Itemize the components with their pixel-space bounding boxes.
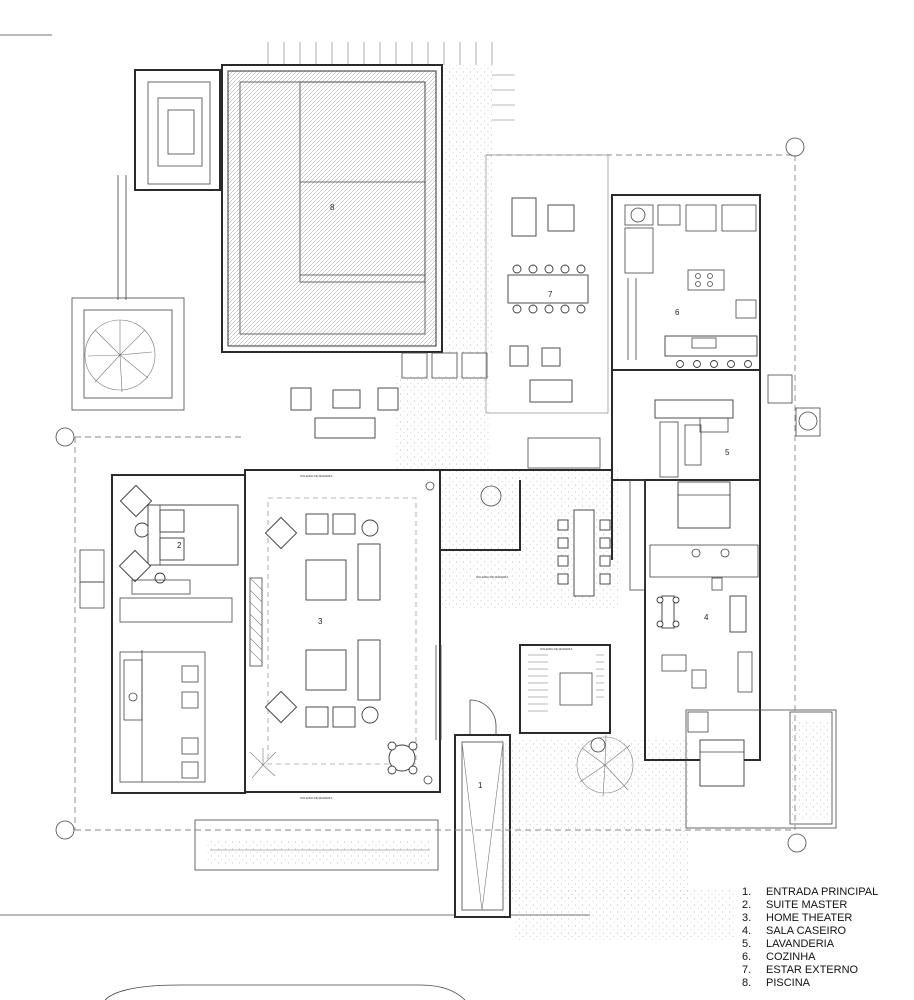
legend-text: LAVANDERIA	[766, 938, 835, 950]
dining-patio: SOLEIRA DE MADEIRA	[439, 469, 646, 597]
room-number-1: 1	[478, 781, 483, 790]
legend-item: 3. HOME THEATER	[742, 912, 902, 925]
entry-ramp: 1	[454, 699, 511, 918]
label-soleira-bottom: SOLEIRA DE MADEIRA	[300, 796, 332, 800]
caretaker-wing: 4	[644, 479, 761, 787]
gravel-front	[500, 740, 690, 900]
legend-number: 2.	[742, 899, 752, 911]
legend-item: 7. ESTAR EXTERNO	[742, 964, 902, 977]
legend-item: 8. PISCINA	[742, 977, 902, 990]
tree-planter	[71, 297, 185, 411]
outdoor-lounge-furniture	[290, 387, 399, 439]
gravel-strip	[442, 65, 492, 355]
legend-text: COZINHA	[766, 951, 816, 963]
front-planter	[194, 819, 439, 871]
deck-pavers	[401, 352, 488, 379]
entry-porch	[527, 374, 821, 469]
home-theater: 3 SOLEIRA DE MADEIRA SOLEIRA DE MADEIRA	[244, 469, 441, 800]
laundry: 5	[611, 370, 761, 481]
label-soleira-stair: SOLEIRA DE MADEIRA	[540, 647, 572, 651]
legend-number: 7.	[742, 964, 752, 976]
legend-text: PISCINA	[766, 977, 811, 989]
legend-text: HOME THEATER	[766, 912, 853, 924]
legend-item: 4. SALA CASEIRO	[742, 925, 902, 938]
pool: 8	[221, 64, 443, 353]
room-number-3: 3	[318, 617, 323, 626]
pool-fence	[267, 42, 515, 121]
room-number-6: 6	[675, 308, 680, 317]
legend-number: 5.	[742, 938, 752, 950]
legend-item: 5. LAVANDERIA	[742, 938, 902, 951]
master-suite: 2	[111, 474, 246, 794]
outdoor-living: 7	[485, 154, 609, 414]
staircase: SOLEIRA DE MADEIRA	[519, 644, 611, 734]
legend-item: 6. COZINHA	[742, 951, 902, 964]
room-number-2: 2	[177, 541, 182, 550]
legend: 1. ENTRADA PRINCIPAL 2. SUITE MASTER 3. HOME …	[742, 886, 902, 990]
driveway-curve	[104, 984, 466, 1000]
axis-grid	[55, 137, 818, 853]
outdoor-structure	[134, 69, 221, 191]
legend-item: 1. ENTRADA PRINCIPAL	[742, 886, 902, 899]
room-number-7: 7	[548, 290, 553, 299]
label-soleira-patio: SOLEIRA DE MADEIRA	[476, 575, 508, 579]
legend-text: ESTAR EXTERNO	[766, 964, 859, 976]
legend-number: 8.	[742, 977, 752, 989]
room-number-8: 8	[330, 203, 335, 212]
legend-item: 2. SUITE MASTER	[742, 899, 902, 912]
legend-text: ENTRADA PRINCIPAL	[766, 886, 879, 898]
gravel-court	[395, 375, 490, 470]
legend-text: SUITE MASTER	[766, 899, 848, 911]
legend-number: 1.	[742, 886, 752, 898]
room-number-5: 5	[725, 448, 730, 457]
legend-number: 3.	[742, 912, 752, 924]
legend-text: SALA CASEIRO	[766, 925, 847, 937]
legend-number: 4.	[742, 925, 752, 937]
entry-tree	[576, 734, 634, 798]
theater-plant	[249, 748, 277, 779]
kitchen: 6	[611, 194, 761, 371]
legend-number: 6.	[742, 951, 752, 963]
room-number-4: 4	[704, 613, 709, 622]
label-soleira-top: SOLEIRA DE MADEIRA	[300, 474, 332, 478]
suite-bench-2	[79, 581, 105, 609]
suite-bench-1	[79, 549, 105, 583]
garden-planter-right	[685, 709, 837, 829]
